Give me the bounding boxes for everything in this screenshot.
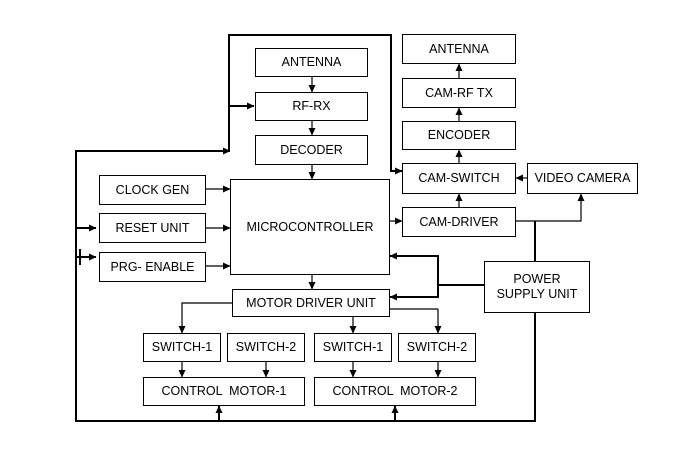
motor-driver-unit-block: MOTOR DRIVER UNIT xyxy=(232,289,390,317)
antenna-rx-label: ANTENNA xyxy=(281,55,342,69)
microcontroller-label: MICROCONTROLLER xyxy=(246,219,374,234)
control-motor-1-block: CONTROL MOTOR-1 xyxy=(143,377,305,406)
switch-1a-block: SWITCH-1 xyxy=(143,333,221,362)
antenna-tx-block: ANTENNA xyxy=(402,34,516,64)
video-camera-label: VIDEO CAMERA xyxy=(534,171,631,185)
cam-switch-label: CAM-SWITCH xyxy=(418,171,500,185)
reset-unit-block: RESET UNIT xyxy=(99,213,206,243)
switch-2b-block: SWITCH-2 xyxy=(398,333,476,362)
cam-rf-tx-label: CAM-RF TX xyxy=(425,85,493,100)
decoder-block: DECODER xyxy=(255,135,368,165)
switch-2a-block: SWITCH-2 xyxy=(227,333,305,362)
video-camera-block: VIDEO CAMERA xyxy=(527,163,638,194)
switch-1b-label: SWITCH-1 xyxy=(322,340,384,354)
control-motor-2-label: CONTROL MOTOR-2 xyxy=(332,384,458,398)
switch-1b-block: SWITCH-1 xyxy=(314,333,392,362)
cam-switch-block: CAM-SWITCH xyxy=(402,163,516,194)
antenna-rx-block: ANTENNA xyxy=(255,48,368,77)
motor-driver-unit-label: MOTOR DRIVER UNIT xyxy=(246,295,376,310)
control-motor-1-label: CONTROL MOTOR-1 xyxy=(161,384,287,398)
power-to-motordriver-link xyxy=(389,285,439,301)
decoder-label: DECODER xyxy=(280,142,343,157)
encoder-block: ENCODER xyxy=(402,121,516,150)
rf-rx-block: RF-RX xyxy=(255,92,368,121)
microcontroller-block: MICROCONTROLLER xyxy=(230,179,390,275)
clock-gen-label: CLOCK GEN xyxy=(115,182,190,197)
switch-2b-label: SWITCH-2 xyxy=(406,340,468,354)
cam-rf-tx-block: CAM-RF TX xyxy=(402,78,516,108)
switch-2a-label: SWITCH-2 xyxy=(235,340,297,354)
power-supply-unit-label: POWER SUPPLY UNIT xyxy=(496,272,578,301)
camdriver-to-videocamera-link xyxy=(516,193,585,222)
power-bottom-bus xyxy=(75,147,536,422)
encoder-label: ENCODER xyxy=(427,128,491,142)
switch-1a-label: SWITCH-1 xyxy=(151,340,213,354)
antenna-tx-label: ANTENNA xyxy=(429,41,489,56)
power-to-mcu-link xyxy=(389,252,484,286)
rf-rx-label: RF-RX xyxy=(292,99,331,113)
clock-gen-block: CLOCK GEN xyxy=(99,175,206,205)
top-loop-link xyxy=(228,34,403,175)
cam-driver-block: CAM-DRIVER xyxy=(402,207,516,237)
control-motor-2-block: CONTROL MOTOR-2 xyxy=(314,377,476,406)
reset-unit-label: RESET UNIT xyxy=(115,220,190,235)
prg-enable-block: PRG- ENABLE xyxy=(99,252,206,282)
cam-driver-label: CAM-DRIVER xyxy=(419,214,499,229)
prg-enable-label: PRG- ENABLE xyxy=(110,259,195,274)
power-supply-unit-block: POWER SUPPLY UNIT xyxy=(484,261,590,313)
motordriver-left-branch xyxy=(178,302,232,334)
